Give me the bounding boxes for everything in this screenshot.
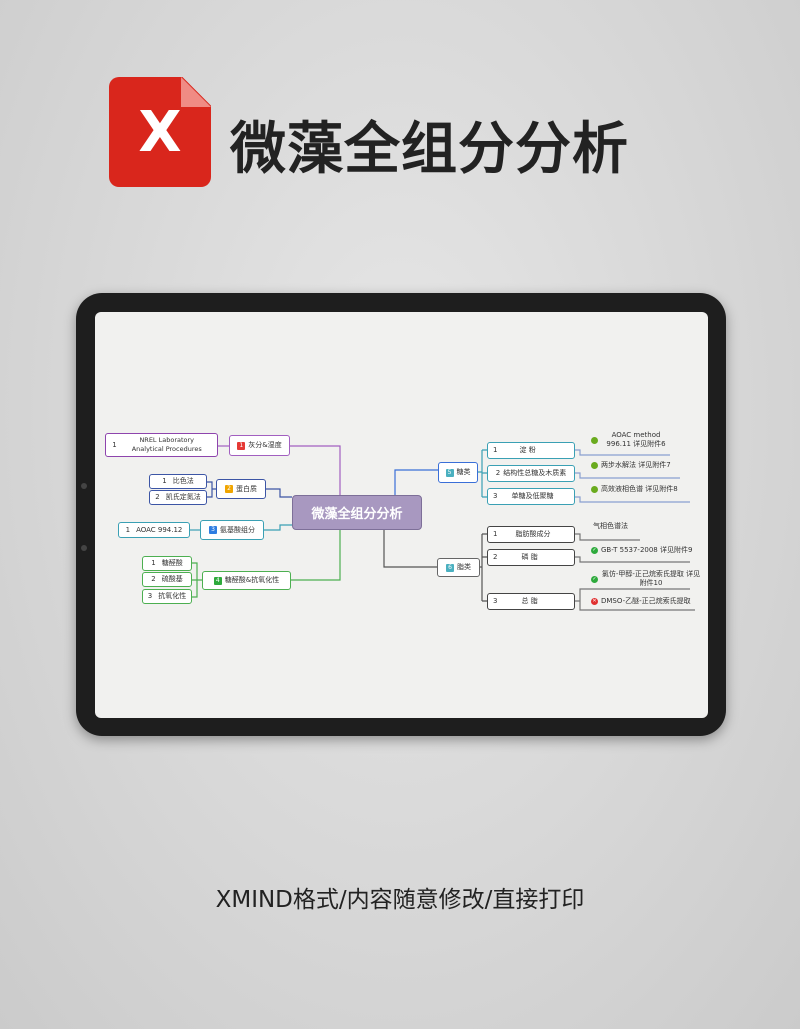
status-ok-icon (591, 436, 598, 444)
connector (192, 562, 202, 598)
note-starch: AOAC method 996.11 详见附件6 (591, 431, 671, 449)
node-label: 比色法 (172, 477, 194, 485)
node-label: 糖醛酸 (161, 559, 183, 567)
note-total-lipid-2: ✕DMSO-乙醚-正己烷索氏提取 (591, 597, 691, 606)
note-text: AOAC method 996.11 详见附件6 (606, 431, 666, 448)
note-mono: 高效液相色谱 详见附件8 (591, 485, 678, 494)
camera-dot (81, 545, 87, 551)
node-label: 蛋白质 (236, 484, 257, 493)
status-ok-icon (591, 486, 598, 493)
connector (575, 533, 695, 611)
node-label: AOAC 994.12 (136, 525, 183, 534)
badge: 2 (225, 485, 233, 493)
node-sulfate[interactable]: 2 硫酸基 (142, 572, 192, 587)
connector (207, 481, 216, 498)
footer-caption: XMIND格式/内容随意修改/直接打印 (215, 887, 585, 913)
node-number: 1 (493, 446, 498, 454)
node-uronic-acid[interactable]: 1 糖醛酸 (142, 556, 192, 571)
node-total-lipid[interactable]: 3 总 脂 (487, 593, 575, 610)
badge: 6 (446, 563, 454, 572)
connector (383, 530, 437, 568)
node-label: 糖类 (456, 468, 471, 476)
connector (480, 533, 487, 602)
badge: 4 (213, 576, 222, 585)
note-text: 气相色谱法 (593, 522, 628, 530)
node-monosaccharide[interactable]: 3 单糖及低聚糖 (487, 488, 575, 505)
node-aoac-994[interactable]: 1 AOAC 994.12 (118, 522, 190, 538)
note-text: GB-T 5537-2008 详见附件9 (601, 546, 693, 554)
node-label: 糖醛酸&抗氧化性 (224, 576, 280, 584)
node-label: 脂肪酸成分 (515, 530, 551, 538)
node-label: NREL Laboratory Analytical Procedures (131, 436, 202, 453)
node-label: 硫酸基 (161, 575, 183, 583)
page-title: 微藻全组分分析 (230, 117, 629, 182)
node-label: 灰分&湿度 (248, 441, 282, 449)
note-total-lipid-1: ✓氯仿-甲醇-正己烷索氏提取 详见附件10 (591, 570, 701, 588)
note-text: 高效液相色谱 详见附件8 (601, 485, 678, 493)
status-fail-icon: ✕ (591, 598, 598, 605)
note-text: 两步水解法 详见附件7 (601, 461, 671, 469)
status-ok-icon (591, 462, 598, 469)
connector (290, 445, 341, 495)
connector (478, 449, 487, 498)
node-starch[interactable]: 1 淀 粉 (487, 442, 575, 459)
note-text: 氯仿-甲醇-正己烷索氏提取 详见附件10 (601, 570, 701, 587)
node-label: 氨基酸组分 (220, 525, 255, 534)
status-ok-icon: ✓ (591, 547, 598, 554)
badge: 1 (237, 441, 246, 450)
note-phospholipid: ✓GB-T 5537-2008 详见附件9 (591, 546, 692, 555)
node-label: 结构性总糖及木质素 (503, 469, 567, 477)
node-kjeldahl[interactable]: 2 凯氏定氮法 (149, 490, 207, 505)
note-text: DMSO-乙醚-正己烷索氏提取 (601, 597, 691, 605)
root-node[interactable]: 微藻全组分分析 (292, 495, 422, 530)
node-number: 1 (125, 525, 131, 534)
node-label: 总 脂 (521, 597, 538, 605)
node-label: 脂类 (457, 563, 471, 571)
node-number: 1 (151, 559, 156, 567)
badge: 3 (209, 526, 217, 534)
camera-dot (81, 483, 87, 489)
node-number: 1 (162, 477, 167, 485)
node-nrel[interactable]: 1 NREL Laboratory Analytical Procedures (105, 433, 218, 457)
node-antioxidant[interactable]: 3 抗氧化性 (142, 589, 192, 604)
node-label: 抗氧化性 (158, 592, 187, 600)
logo-letter: X (138, 100, 182, 165)
note-structural: 两步水解法 详见附件7 (591, 461, 671, 470)
node-label: 磷 脂 (521, 553, 538, 561)
node-fatty-acid[interactable]: 1 脂肪酸成分 (487, 526, 575, 543)
badge: 5 (445, 468, 454, 477)
node-phospholipid[interactable]: 2 磷 脂 (487, 549, 575, 566)
node-number: 2 (155, 493, 160, 501)
node-number: 3 (493, 492, 498, 500)
node-label: 凯氏定氮法 (165, 493, 201, 501)
node-number: 2 (495, 469, 501, 477)
node-number: 3 (147, 592, 153, 600)
status-ok-icon: ✓ (591, 575, 598, 583)
connector (266, 488, 292, 498)
node-number: 2 (151, 575, 156, 583)
connector (291, 530, 341, 581)
node-label: 淀 粉 (519, 446, 536, 454)
node-number: 1 (493, 530, 498, 538)
node-number: 3 (493, 597, 498, 605)
node-colorimetric[interactable]: 1 比色法 (149, 474, 207, 489)
note-fatty-acid: 气相色谱法 (593, 522, 628, 531)
connector (264, 524, 292, 531)
node-label: 单糖及低聚糖 (511, 492, 554, 500)
connector (394, 469, 438, 495)
node-number: 2 (493, 553, 498, 561)
connector (575, 449, 690, 503)
node-number: 1 (112, 440, 117, 449)
